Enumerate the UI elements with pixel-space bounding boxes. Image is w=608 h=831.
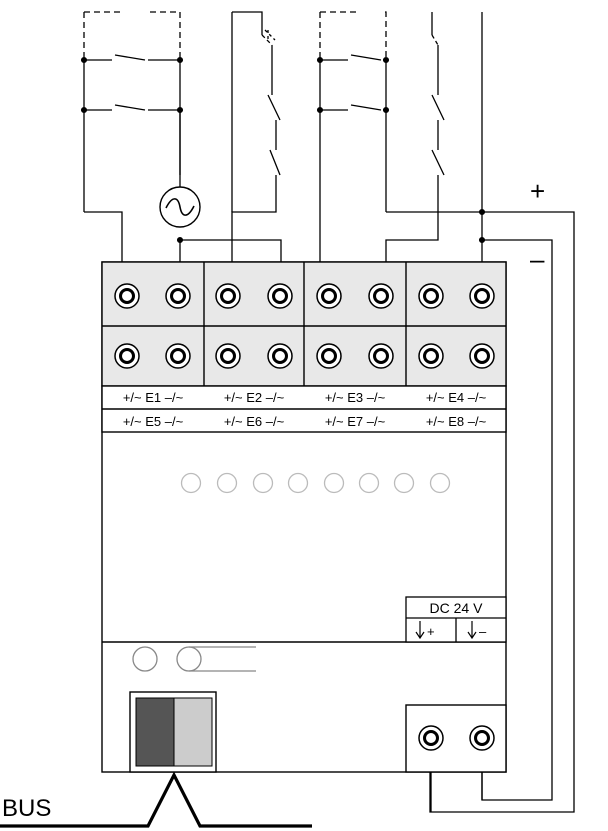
screw-terminal-icon <box>469 283 495 309</box>
led-indicator-icon <box>216 472 238 494</box>
dc-supply-minus: – <box>479 624 487 639</box>
screw-terminal-icon <box>368 283 394 309</box>
screw-terminal-icon <box>267 343 293 369</box>
terminal-label-e3: +/~ E3 –/~ <box>325 390 386 405</box>
programming-controls <box>132 646 256 672</box>
terminal-label-e4: +/~ E4 –/~ <box>426 390 487 405</box>
screw-terminal-icon <box>114 283 140 309</box>
screw-terminal-icon <box>316 283 342 309</box>
bus-line: BUS <box>0 771 312 828</box>
screw-terminal-icon <box>215 283 241 309</box>
terminal-label-e2: +/~ E2 –/~ <box>224 390 285 405</box>
led-indicator-icon <box>358 472 380 494</box>
arrow-down-icon <box>415 621 425 640</box>
screw-terminals <box>114 283 495 369</box>
bus-label: BUS <box>2 795 51 822</box>
arrow-down-icon <box>467 621 477 640</box>
minus-polarity-label: – <box>530 244 545 274</box>
terminal-label-e6: +/~ E6 –/~ <box>224 414 285 429</box>
dc-supply-title: DC 24 V <box>430 600 484 616</box>
dc-supply-plus: + <box>427 624 435 639</box>
ac-source-icon <box>159 186 201 228</box>
screw-terminal-icon <box>316 343 342 369</box>
terminal-labels: +/~ E1 –/~ +/~ E2 –/~ +/~ E3 –/~ +/~ E4 … <box>123 390 487 429</box>
switch-group-left <box>80 11 282 262</box>
led-indicator-icon <box>180 472 202 494</box>
supply-terminal-block <box>405 704 507 812</box>
led-indicator-icon <box>252 472 274 494</box>
screw-terminal-icon <box>469 725 495 751</box>
programming-led-icon <box>132 646 158 672</box>
screw-terminal-icon <box>165 283 191 309</box>
led-indicator-icon <box>393 472 415 494</box>
switch-group-right <box>316 11 486 262</box>
screw-terminal-icon <box>418 725 444 751</box>
screw-terminal-icon <box>418 283 444 309</box>
terminal-label-e5: +/~ E5 –/~ <box>123 414 184 429</box>
screw-terminal-icon <box>215 343 241 369</box>
wiring <box>80 11 575 813</box>
screw-terminal-icon <box>469 343 495 369</box>
plus-polarity-label: + <box>530 176 545 206</box>
status-leds <box>180 472 451 494</box>
screw-terminal-icon <box>267 283 293 309</box>
terminal-label-e7: +/~ E7 –/~ <box>325 414 386 429</box>
led-indicator-icon <box>323 472 345 494</box>
programming-button[interactable] <box>176 646 202 672</box>
terminal-label-e1: +/~ E1 –/~ <box>123 390 184 405</box>
screw-terminal-icon <box>418 343 444 369</box>
led-indicator-icon <box>429 472 451 494</box>
screw-terminal-icon <box>368 343 394 369</box>
terminal-label-e8: +/~ E8 –/~ <box>426 414 487 429</box>
screw-terminal-icon <box>114 343 140 369</box>
bus-connector-icon <box>129 691 217 773</box>
led-indicator-icon <box>287 472 309 494</box>
dc-supply-box: DC 24 V + – <box>405 596 507 643</box>
screw-terminal-icon <box>165 343 191 369</box>
